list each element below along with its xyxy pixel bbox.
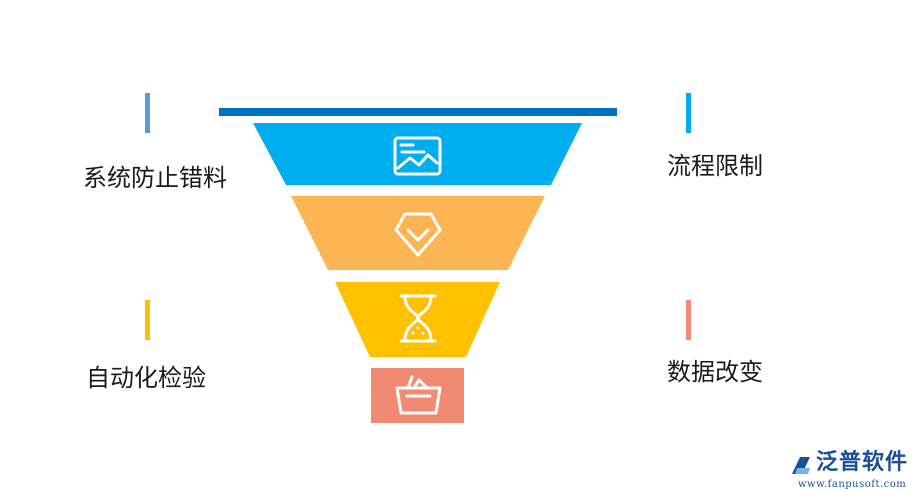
label-left-bottom: 自动化检验 — [86, 364, 206, 392]
hourglass-icon — [399, 294, 437, 343]
picture-icon — [393, 136, 442, 176]
basket-icon — [395, 375, 442, 415]
label-left-top: 系统防止错料 — [83, 164, 227, 192]
logo-mark-icon — [792, 457, 810, 474]
label-right-bottom: 数据改变 — [667, 358, 763, 386]
accent-bar-left-top — [145, 93, 150, 133]
fanpusoft-logo: 泛普软件 www.fanpusoft.com — [788, 452, 913, 494]
funnel-top-bar — [219, 108, 617, 116]
funnel-level-1 — [253, 123, 582, 185]
accent-bar-left-bottom — [145, 300, 150, 340]
accent-bar-right-bottom — [686, 300, 691, 340]
diamond-check-icon — [394, 212, 442, 257]
logo-url: www.fanpusoft.com — [798, 479, 907, 490]
logo-text: 泛普软件 — [816, 450, 909, 475]
label-right-top: 流程限制 — [667, 152, 763, 180]
funnel-level-2 — [291, 196, 545, 270]
accent-bar-right-top — [686, 93, 691, 133]
